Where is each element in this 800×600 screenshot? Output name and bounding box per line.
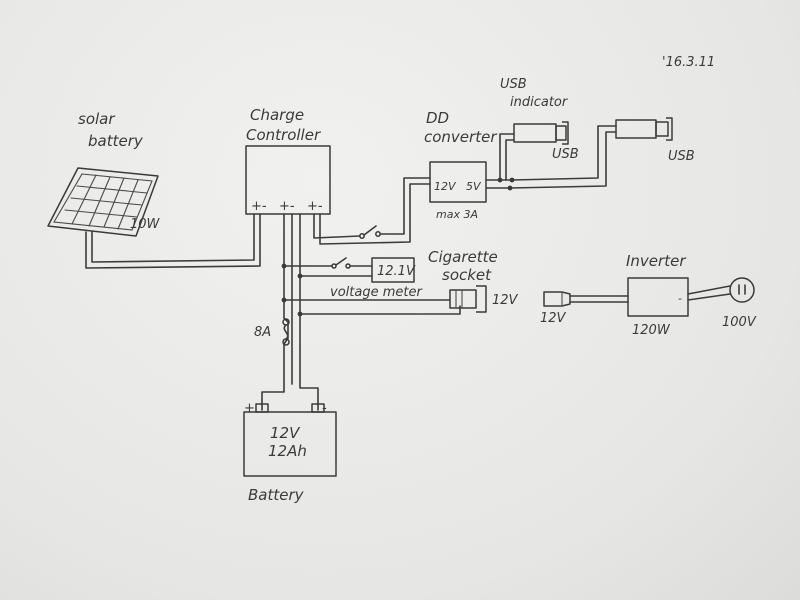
dd-in-label: 12V <box>434 180 457 193</box>
meter-reading: 12.1V <box>377 264 416 279</box>
battery-minus-wire <box>299 213 319 411</box>
inverter-out-voltage: 100V <box>722 315 757 330</box>
ac-outlet <box>729 277 755 303</box>
solar-title: solar <box>78 110 115 128</box>
inverter-title: Inverter <box>626 252 686 270</box>
controller-terminal-1: +- <box>251 199 267 214</box>
dd-input-wire-1 <box>379 177 431 235</box>
dd-max-label: max 3A <box>436 208 478 221</box>
inverter-box <box>627 277 689 317</box>
battery-caption: Battery <box>248 486 305 504</box>
socket-title: Cigarette <box>428 248 498 266</box>
solar-rating: 10W <box>130 217 161 232</box>
controller-terminal-2: +- <box>279 199 295 214</box>
usb1-feed-1 <box>499 133 515 181</box>
battery-plus-sign: + <box>244 401 255 416</box>
inverter-output-wire-1 <box>687 285 731 295</box>
socket-subtitle: socket <box>442 266 492 284</box>
socket-wire-minus <box>299 305 461 315</box>
inverter-output-wire-2 <box>687 293 731 301</box>
usb-indicator-title: USB <box>500 77 527 92</box>
dd-title: DD <box>426 109 449 127</box>
dd-subtitle: converter <box>424 128 497 146</box>
svg-text:-: - <box>678 292 682 305</box>
usb-bus-2 <box>485 131 617 189</box>
solar-wire-1 <box>85 213 261 269</box>
meter-switch <box>335 257 347 266</box>
solar-wire-2 <box>91 213 255 263</box>
inverter-plug <box>543 291 571 307</box>
usb2-feed <box>511 125 617 181</box>
usb-plug-1 <box>513 121 569 145</box>
battery <box>243 403 337 477</box>
dd-out-label: 5V <box>466 180 482 193</box>
solar-panel <box>47 167 159 237</box>
battery-box <box>243 411 337 477</box>
charge-controller-box <box>245 145 331 215</box>
voltage-meter-box <box>371 257 415 283</box>
battery-voltage: 12V <box>270 424 301 442</box>
battery-minus-terminal <box>311 403 325 413</box>
cigarette-socket <box>449 285 487 313</box>
battery-plus-wire <box>261 213 289 411</box>
solar-panel-frame <box>47 167 159 237</box>
battery-plus-terminal <box>255 403 269 413</box>
inverter-power: 120W <box>632 323 671 338</box>
usb1-feed-2 <box>505 139 515 181</box>
socket-voltage: 12V <box>492 293 519 308</box>
inverter-in-voltage: 12V <box>540 311 567 326</box>
usb-indicator-subtitle: indicator <box>510 95 569 110</box>
load-switch <box>363 225 377 236</box>
load-wire-plus <box>313 213 361 239</box>
fuse <box>282 318 290 346</box>
controller-title: Charge <box>250 106 304 124</box>
date-label: '16.3.11 <box>662 55 715 70</box>
usb1-label: USB <box>552 147 579 162</box>
dd-input-wire-2 <box>319 183 431 245</box>
controller-subtitle: Controller <box>246 126 321 144</box>
battery-minus-sign: - <box>322 401 327 416</box>
usb2-label: USB <box>668 149 695 164</box>
solar-subtitle: battery <box>88 132 144 150</box>
dd-converter-box <box>429 161 487 203</box>
controller-terminal-3: +- <box>307 199 323 214</box>
fuse-rating: 8A <box>254 325 271 340</box>
usb-plug-2 <box>615 117 673 141</box>
battery-capacity: 12Ah <box>268 442 307 460</box>
meter-caption: voltage meter <box>330 285 423 300</box>
